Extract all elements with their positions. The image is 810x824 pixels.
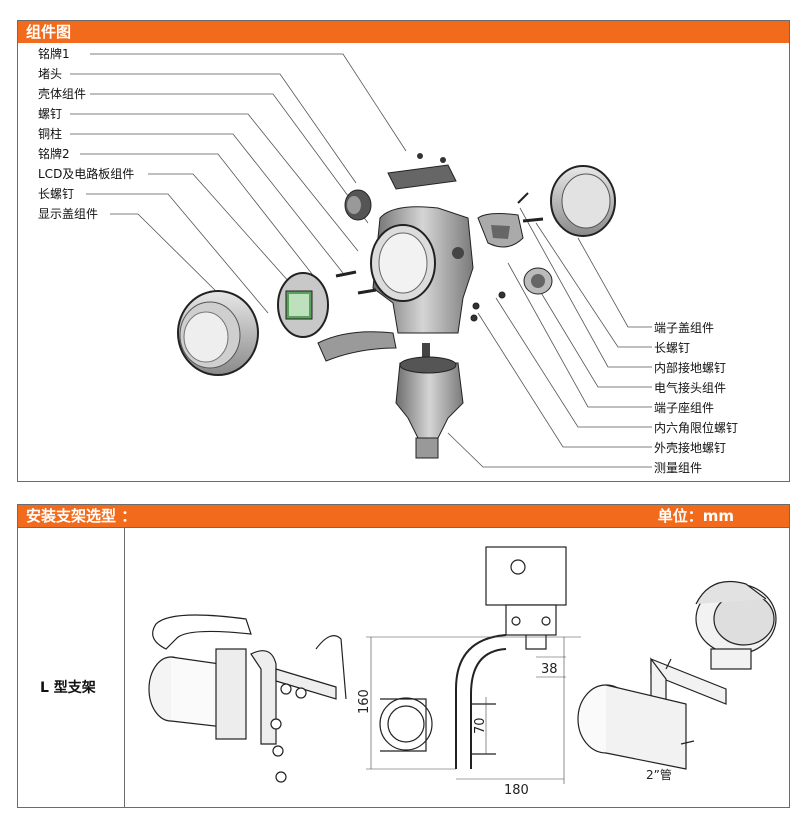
leader-lines-right — [447, 207, 652, 468]
label-lcd-circuit-board: LCD及电路板组件 — [38, 167, 135, 181]
section-title: 安装支架选型 ： — [26, 507, 137, 525]
terminal-block-part — [477, 213, 524, 248]
housing-part — [370, 206, 474, 334]
pipe-size-label: 2”管 — [646, 767, 672, 782]
label-electrical-connector: 电气接头组件 — [654, 381, 727, 395]
nameplate-1-part — [387, 153, 457, 190]
label-terminal-cover: 端子盖组件 — [654, 321, 715, 335]
label-long-screw-left: 长螺钉 — [38, 187, 75, 201]
table-row-divider — [18, 527, 789, 528]
dimension-lines — [366, 636, 581, 784]
unit-label: 单位：mm — [657, 507, 734, 525]
screws — [335, 192, 544, 322]
label-copper-post: 铜柱 — [38, 127, 63, 141]
label-internal-ground-screw: 内部接地螺钉 — [654, 361, 727, 375]
assembled-view — [577, 580, 777, 770]
bracket-part — [317, 331, 397, 362]
label-display-cover: 显示盖组件 — [38, 207, 99, 221]
measurement-assembly-part — [395, 343, 464, 459]
label-screw: 螺钉 — [38, 107, 63, 121]
dim-180: 180 — [504, 783, 529, 798]
label-housing-assembly: 壳体组件 — [38, 87, 87, 101]
l-bracket-exploded — [148, 614, 347, 783]
label-terminal-block: 端子座组件 — [654, 401, 715, 415]
dim-160: 160 — [357, 689, 372, 714]
dim-38: 38 — [541, 662, 558, 677]
section-header: 安装支架选型 ： 单位：mm — [18, 505, 789, 527]
display-cover-part — [177, 290, 259, 376]
label-hex-limit-screw: 内六角限位螺钉 — [654, 421, 739, 435]
exploded-view-section: 组件图 铭牌1 堵头 壳体组件 螺钉 铜柱 铭牌2 LCD及电路板组件 长螺钉 … — [17, 20, 790, 482]
label-nameplate-1: 铭牌1 — [38, 47, 70, 61]
table-column-divider — [124, 527, 125, 807]
dim-70: 70 — [473, 717, 488, 734]
exploded-diagram — [70, 53, 652, 468]
terminal-cover-part — [550, 165, 616, 237]
label-measurement-assembly: 测量组件 — [654, 461, 703, 475]
label-nameplate-2: 铭牌2 — [38, 147, 70, 161]
label-external-ground-screw: 外壳接地螺钉 — [654, 441, 727, 455]
row-label-l-bracket: L 型支架 — [40, 680, 96, 696]
section-header: 组件图 — [18, 21, 789, 43]
lcd-board-part — [277, 272, 329, 338]
plug-part — [344, 189, 372, 221]
bracket-selection-section: 安装支架选型 ： 单位：mm L 型支架 — [17, 504, 790, 808]
leader-lines-left — [70, 53, 407, 314]
bracket-drawings: 38 160 70 180 2”管 — [148, 546, 777, 798]
label-long-screw-right: 长螺钉 — [654, 341, 691, 355]
label-plug: 堵头 — [38, 67, 63, 81]
section-title: 组件图 — [26, 23, 72, 41]
electrical-connector-part — [523, 267, 553, 295]
dimension-drawing — [379, 546, 567, 769]
